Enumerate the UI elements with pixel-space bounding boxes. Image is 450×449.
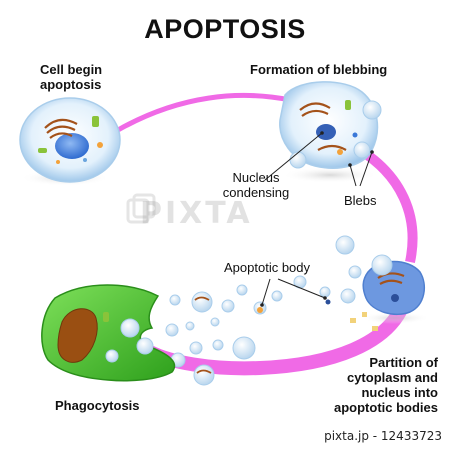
watermark-logo-icon [126,193,156,224]
label-partition-line1: Partition of [369,355,438,370]
phagocyte [41,284,176,382]
watermark-text: PIXTA [140,196,253,231]
diagram-title: APOPTOSIS [144,14,306,44]
image-credit: pixta.jp - 12433723 [324,429,442,443]
label-cell-begin: Cell begin apoptosis [40,62,102,92]
label-cell-begin-line2: apoptosis [40,77,102,92]
label-blebs: Blebs [344,193,377,208]
label-blebbing: Formation of blebbing [250,62,388,77]
label-nucleus-line2: condensing [222,185,290,200]
label-partition-line3: nucleus into [361,385,438,400]
label-cell-begin-line1: Cell begin [40,62,103,77]
label-phagocytosis: Phagocytosis [55,398,140,413]
pointer-lines [261,132,373,306]
pointer-dots [260,131,374,307]
label-apoptotic-body: Apoptotic body [224,260,311,275]
partitioning-cell [360,254,430,324]
label-partition-line4: apoptotic bodies [334,400,438,415]
normal-cell [19,97,121,186]
label-nucleus-condensing: Nucleus condensing [216,170,296,200]
label-partition-line2: cytoplasm and [346,370,438,385]
label-nucleus-line1: Nucleus [232,170,280,185]
blebbing-cell [279,81,382,183]
label-partition: Partition of cytoplasm and nucleus into … [320,355,438,415]
